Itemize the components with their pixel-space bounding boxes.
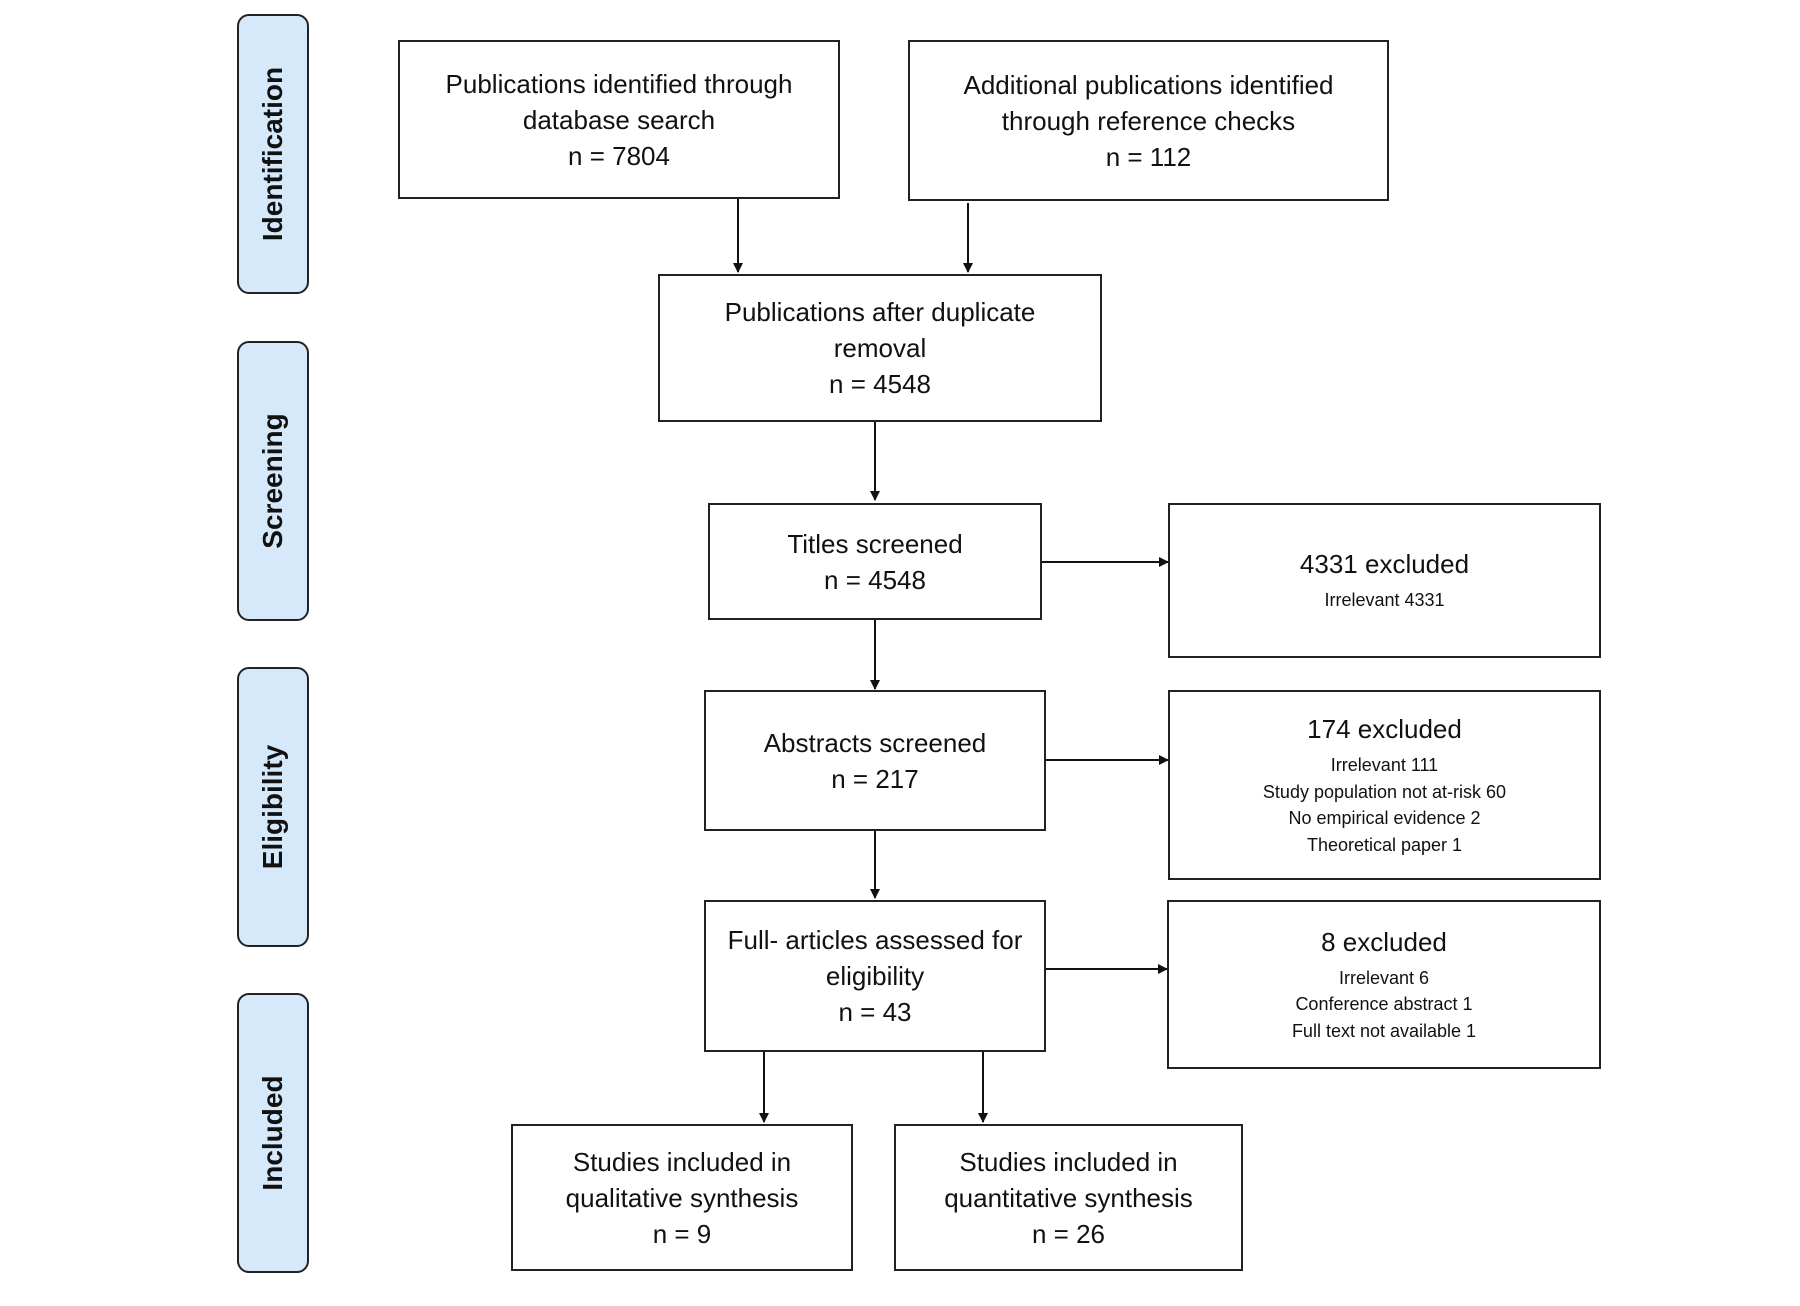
- box-count: n = 4548: [829, 369, 931, 399]
- exclusion-title: 8 excluded: [1321, 926, 1447, 957]
- box-line: quantitative synthesis: [944, 1182, 1193, 1213]
- box-count: n = 7804: [568, 140, 670, 171]
- box-line: Abstracts screened: [763, 727, 987, 758]
- box-line: Publications identified through: [445, 68, 793, 99]
- stage-included: Included: [237, 993, 309, 1273]
- exclusion-reason: Irrelevant 111: [1330, 755, 1439, 775]
- box-line: qualitative synthesis: [565, 1182, 799, 1213]
- exclusion-reason: No empirical evidence 2: [1288, 808, 1481, 828]
- box-abstracts-screened: Abstracts screened n = 217: [704, 690, 1046, 831]
- box-line: Studies included in: [959, 1146, 1178, 1177]
- exclusion-reason: Full text not available 1: [1291, 1020, 1477, 1041]
- box-line: Studies included in: [572, 1146, 792, 1177]
- stage-identification: Identification: [237, 14, 309, 294]
- box-quantitative-synthesis: Studies included in quantitative synthes…: [894, 1124, 1243, 1271]
- box-line: removal: [833, 333, 927, 363]
- exclusion-reason: Conference abstract 1: [1295, 994, 1473, 1015]
- box-line: database search: [522, 104, 716, 135]
- box-titles-screened: Titles screened n = 4548: [708, 503, 1042, 620]
- box-count: n = 26: [1031, 1218, 1105, 1249]
- box-line: through reference checks: [1001, 105, 1296, 136]
- box-abstracts-excluded: 174 excluded Irrelevant 111 Study popula…: [1168, 690, 1601, 880]
- exclusion-reason: Theoretical paper 1: [1306, 834, 1463, 855]
- box-after-duplicates: Publications after duplicate removal n =…: [658, 274, 1102, 422]
- box-line: Full- articles assessed for: [727, 925, 1023, 955]
- box-line: Titles screened: [787, 528, 963, 559]
- exclusion-title: 174 excluded: [1307, 714, 1462, 744]
- box-reference-checks: Additional publications identified throu…: [908, 40, 1389, 201]
- exclusion-reason: Study population not at-risk 60: [1262, 781, 1507, 802]
- box-titles-excluded: 4331 excluded Irrelevant 4331: [1168, 503, 1601, 658]
- box-count: n = 4548: [824, 564, 926, 595]
- box-full-excluded: 8 excluded Irrelevant 6 Conference abstr…: [1167, 900, 1601, 1069]
- box-line: Publications after duplicate: [724, 297, 1036, 327]
- box-count: n = 43: [838, 997, 912, 1027]
- box-line: Additional publications identified: [963, 69, 1334, 100]
- exclusion-reason: Irrelevant 6: [1338, 967, 1430, 988]
- box-count: n = 112: [1105, 141, 1192, 172]
- stage-eligibility: Eligibility: [237, 667, 309, 947]
- box-count: n = 217: [831, 763, 919, 794]
- box-database-search: Publications identified through database…: [398, 40, 840, 199]
- box-full-articles: Full- articles assessed for eligibility …: [704, 900, 1046, 1052]
- box-line: eligibility: [825, 961, 925, 991]
- exclusion-reason: Irrelevant 4331: [1324, 590, 1445, 611]
- box-qualitative-synthesis: Studies included in qualitative synthesi…: [511, 1124, 853, 1271]
- stage-screening: Screening: [237, 341, 309, 621]
- exclusion-title: 4331 excluded: [1299, 549, 1470, 580]
- box-count: n = 9: [652, 1218, 712, 1249]
